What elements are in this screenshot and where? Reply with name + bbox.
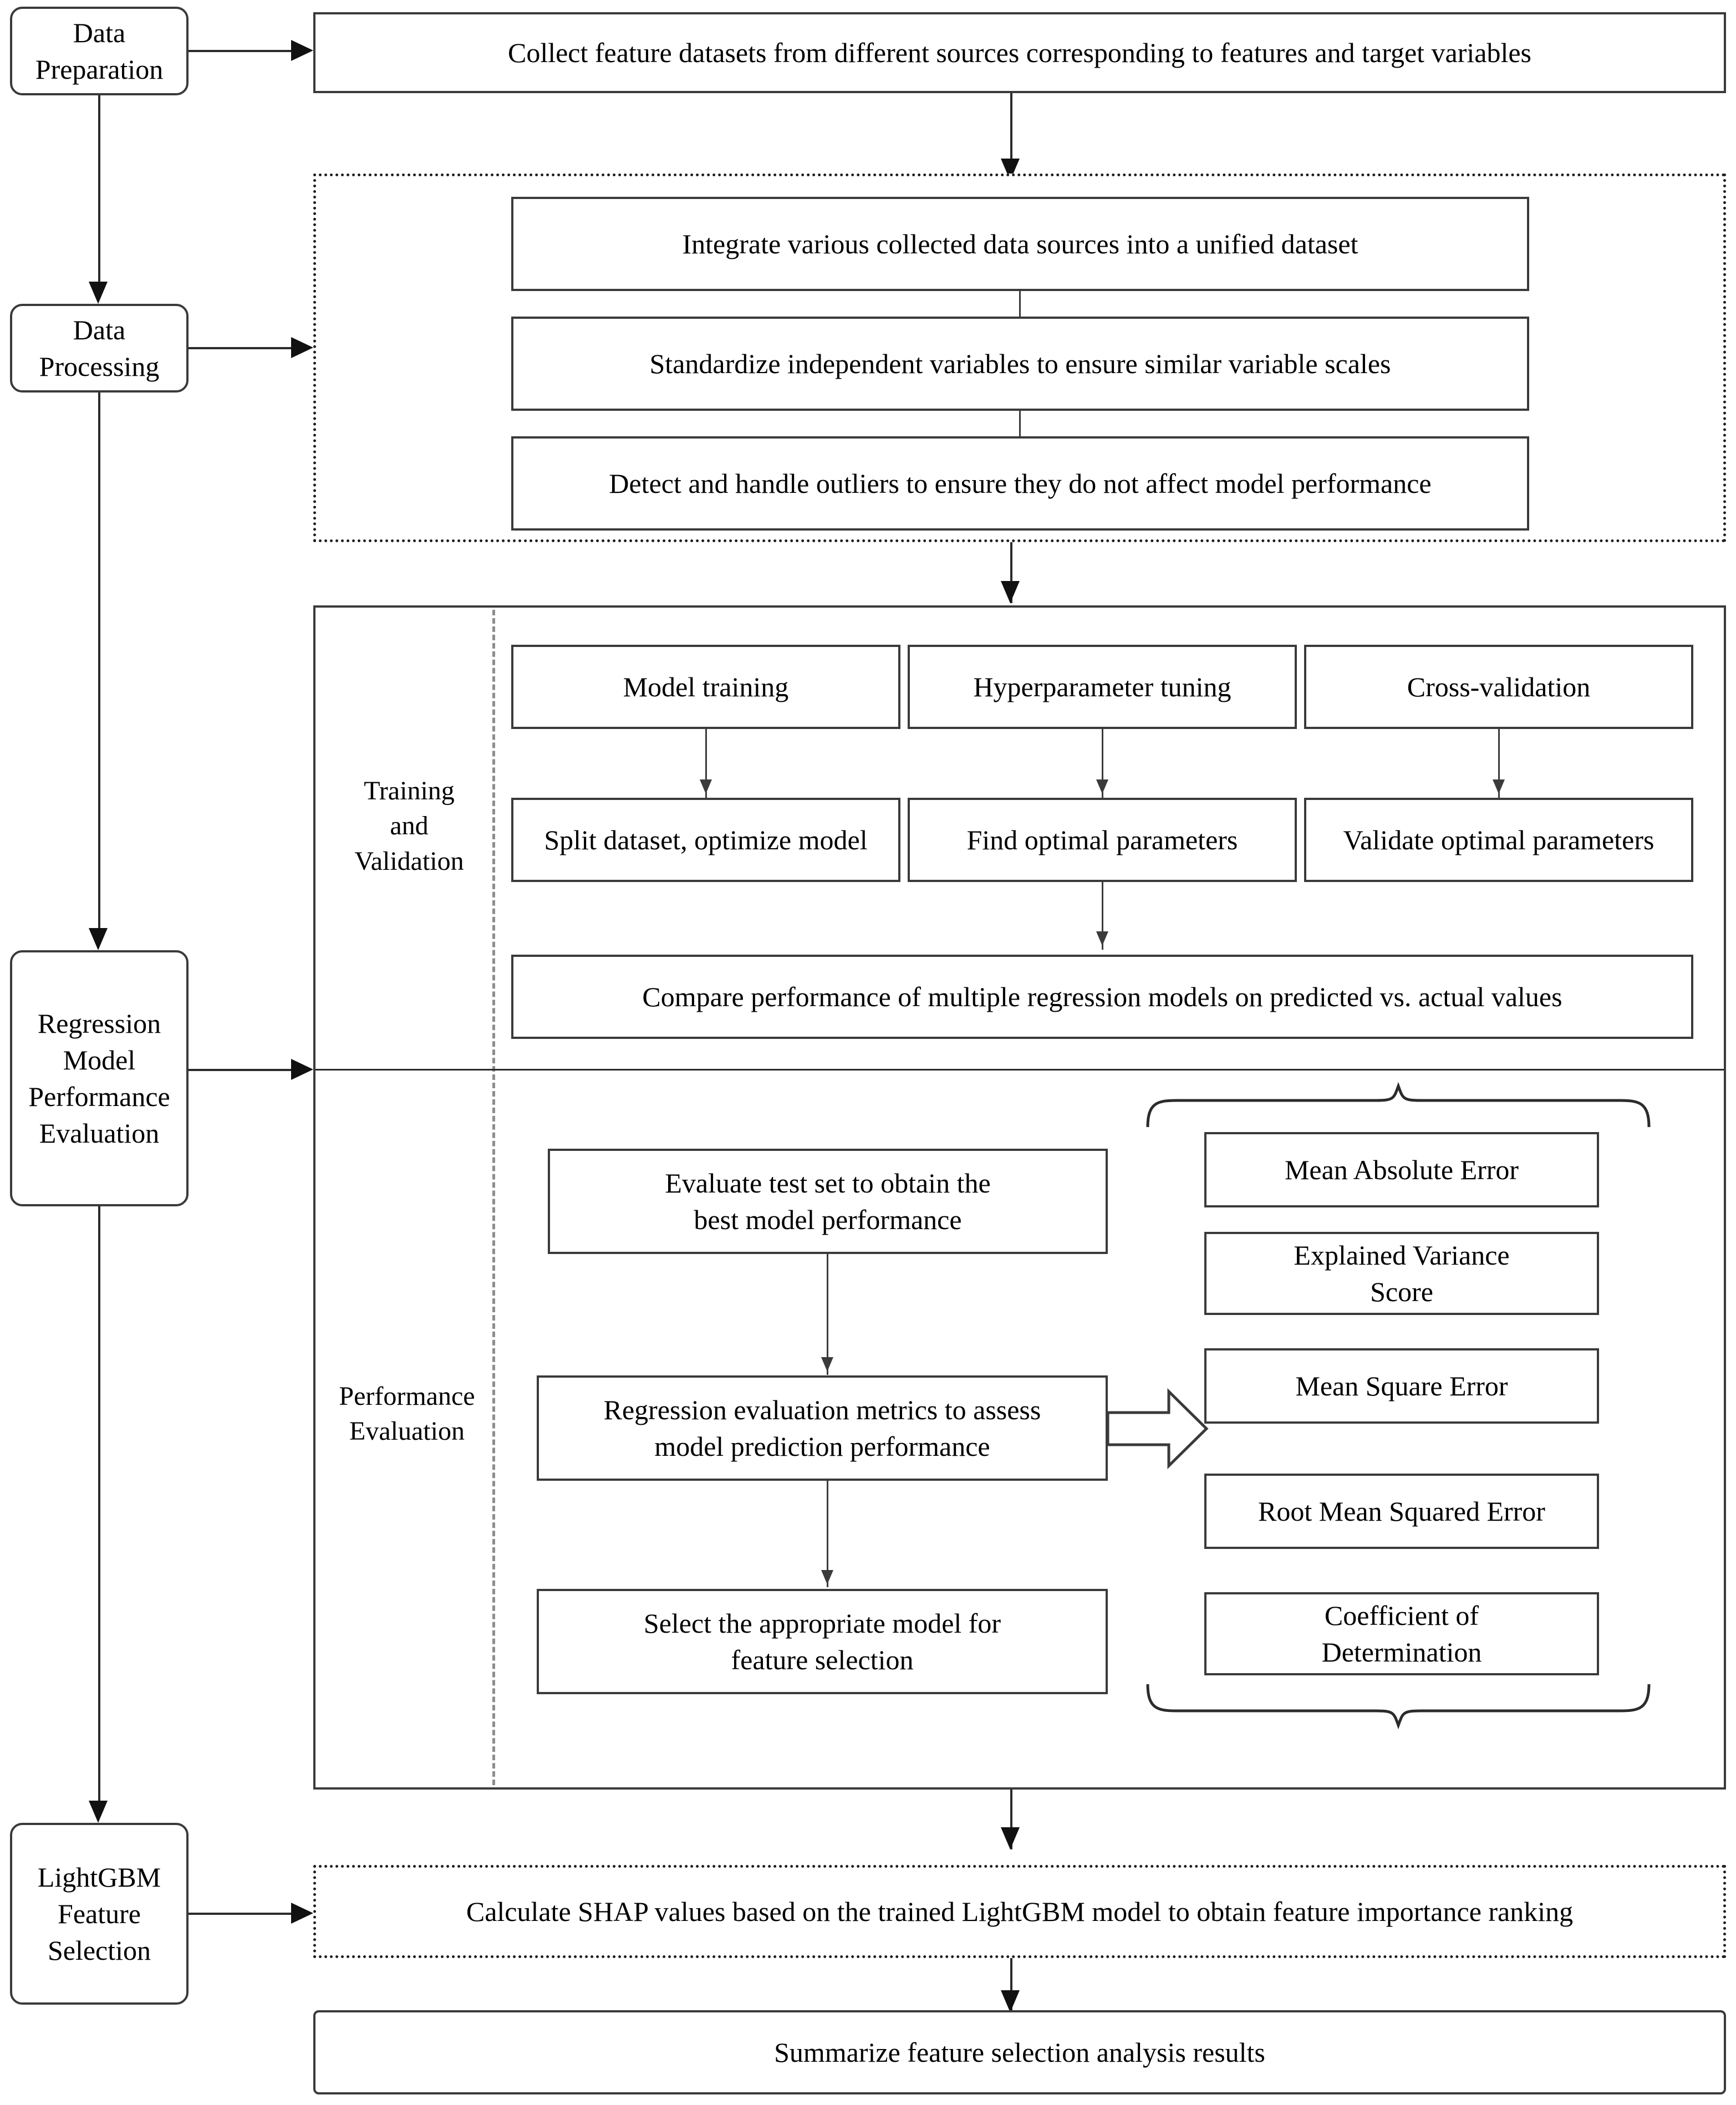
connector-collect-to-processing-panel (1010, 93, 1012, 159)
connector-crossval-to-validate (1498, 729, 1500, 798)
arrow-processing-to-panel (291, 337, 313, 358)
step-calculate-shap[interactable]: Calculate SHAP values based on the train… (313, 1865, 1726, 1958)
arrow-metrics-to-select-model (821, 1570, 833, 1584)
connector-evaluate-to-metrics (827, 1254, 828, 1375)
connector-prep-to-processing (98, 95, 100, 282)
connector-processing-panel-to-training-panel (1010, 542, 1012, 603)
step-compare-performance[interactable]: Compare performance of multiple regressi… (511, 955, 1693, 1039)
arrow-training-to-split (700, 779, 712, 794)
step-model-training[interactable]: Model training (511, 645, 900, 729)
arrow-shap-to-summarize (1001, 1990, 1020, 2012)
step-model-training-label: Model training (623, 671, 789, 702)
arrow-prep-to-processing (89, 282, 108, 304)
connector-regression-to-lightgbm (98, 1206, 100, 1801)
step-cross-validation[interactable]: Cross-validation (1304, 645, 1693, 729)
step-validate-optimal-parameters[interactable]: Validate optimal parameters (1304, 798, 1693, 882)
metric-root-mean-squared-error-label: Root Mean Squared Error (1258, 1496, 1545, 1527)
brace-bottom-metrics (1146, 1684, 1651, 1730)
connector-processing-to-regression (98, 393, 100, 928)
connector-training-to-split (705, 729, 707, 798)
step-split-dataset-label: Split dataset, optimize model (544, 824, 868, 855)
arrow-prep-to-collect (291, 40, 313, 61)
step-standardize-variables[interactable]: Standardize independent variables to ens… (511, 317, 1529, 411)
step-hyperparameter-tuning[interactable]: Hyperparameter tuning (908, 645, 1297, 729)
connector-standardize-to-outliers (1019, 411, 1021, 436)
arrow-lightgbm-to-shap (291, 1903, 313, 1924)
step-collect-datasets-label: Collect feature datasets from different … (507, 37, 1532, 68)
connector-metrics-to-select-model (827, 1481, 828, 1587)
metric-mean-absolute-error-label: Mean Absolute Error (1284, 1154, 1519, 1185)
connector-prep-to-collect (189, 50, 291, 52)
step-standardize-variables-label: Standardize independent variables to ens… (649, 348, 1391, 379)
connector-panel-to-shap (1010, 1790, 1012, 1849)
arrow-evaluate-to-metrics (821, 1357, 833, 1372)
metric-mean-square-error-label: Mean Square Error (1295, 1370, 1508, 1401)
step-integrate-sources-label: Integrate various collected data sources… (682, 228, 1358, 259)
arrow-panel-to-shap (1001, 1827, 1020, 1849)
step-find-optimal-parameters[interactable]: Find optimal parameters (908, 798, 1297, 882)
step-validate-optimal-parameters-label: Validate optimal parameters (1343, 824, 1654, 855)
brace-top-metrics (1146, 1082, 1651, 1128)
block-arrow-to-metrics (1106, 1388, 1209, 1469)
connector-tuning-to-findparams (1102, 729, 1103, 798)
arrow-tuning-to-findparams (1096, 779, 1108, 794)
arrow-regression-to-panel (291, 1059, 313, 1080)
arrow-processing-panel-to-training-panel (1001, 581, 1020, 603)
connector-lightgbm-to-shap (189, 1913, 291, 1915)
arrow-processing-to-regression (89, 928, 108, 950)
metric-root-mean-squared-error[interactable]: Root Mean Squared Error (1204, 1474, 1599, 1549)
step-handle-outliers[interactable]: Detect and handle outliers to ensure the… (511, 436, 1529, 531)
metric-mean-absolute-error[interactable]: Mean Absolute Error (1204, 1132, 1599, 1207)
step-compare-performance-label: Compare performance of multiple regressi… (642, 981, 1562, 1012)
step-handle-outliers-label: Detect and handle outliers to ensure the… (609, 468, 1432, 499)
step-calculate-shap-label: Calculate SHAP values based on the train… (466, 1896, 1574, 1927)
step-split-dataset[interactable]: Split dataset, optimize model (511, 798, 900, 882)
step-summarize-results[interactable]: Summarize feature selection analysis res… (313, 2010, 1726, 2094)
arrow-regression-to-lightgbm (89, 1801, 108, 1823)
step-hyperparameter-tuning-label: Hyperparameter tuning (973, 671, 1231, 702)
panel-divider-vertical (492, 610, 495, 1785)
connector-shap-to-summarize (1010, 1958, 1012, 2012)
connector-findparams-to-compare (1102, 882, 1103, 950)
metric-mean-square-error[interactable]: Mean Square Error (1204, 1348, 1599, 1424)
arrow-findparams-to-compare (1096, 931, 1108, 946)
step-find-optimal-parameters-label: Find optimal parameters (966, 824, 1238, 855)
step-cross-validation-label: Cross-validation (1407, 671, 1591, 702)
connector-integrate-to-standardize (1019, 291, 1021, 317)
step-integrate-sources[interactable]: Integrate various collected data sources… (511, 197, 1529, 291)
panel-divider-horizontal (315, 1069, 1724, 1071)
connector-processing-to-panel (189, 347, 291, 349)
connector-regression-to-panel (189, 1069, 291, 1071)
step-summarize-results-label: Summarize feature selection analysis res… (774, 2037, 1265, 2068)
step-collect-datasets[interactable]: Collect feature datasets from different … (313, 12, 1726, 93)
arrow-crossval-to-validate (1493, 779, 1505, 794)
